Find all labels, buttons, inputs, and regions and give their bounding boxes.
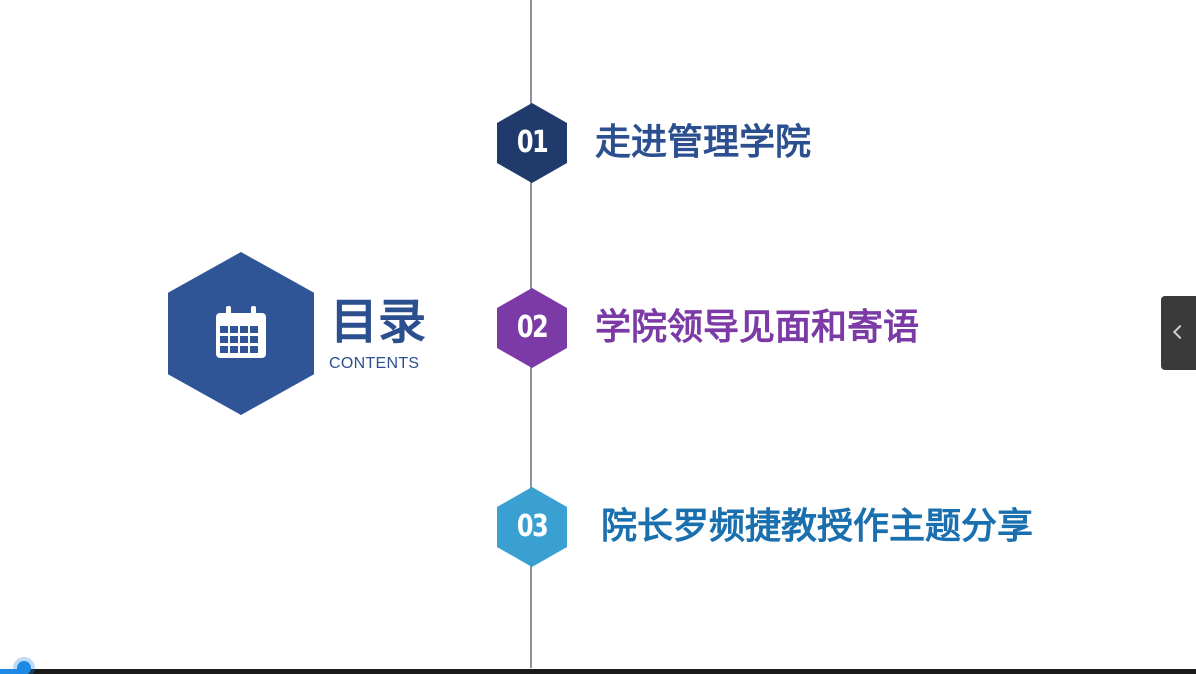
number-hexagon — [497, 103, 567, 183]
contents-item-1[interactable]: 01 走进管理学院 — [497, 103, 1097, 183]
item-number: 03 — [516, 509, 549, 544]
number-hexagon — [497, 487, 567, 567]
contents-item-2[interactable]: 02 学院领导见面和寄语 — [497, 288, 1097, 368]
item-number: 01 — [516, 125, 549, 160]
progress-bar[interactable] — [0, 661, 1196, 674]
progress-handle[interactable] — [16, 661, 31, 674]
contents-subtitle: CONTENTS — [329, 355, 420, 372]
progress-fill — [0, 669, 24, 674]
side-panel-toggle[interactable] — [1161, 296, 1196, 370]
item-label: 院长罗频捷教授作主题分享 — [601, 506, 1034, 547]
contents-hexagon — [168, 252, 314, 415]
item-label: 走进管理学院 — [595, 122, 812, 163]
contents-item-3[interactable]: 03 院长罗频捷教授作主题分享 — [497, 487, 1097, 567]
item-label: 学院领导见面和寄语 — [595, 307, 920, 348]
number-hexagon — [497, 288, 567, 368]
item-number: 02 — [516, 310, 549, 345]
contents-title: 目录 — [330, 294, 427, 350]
chevron-left-icon — [1172, 324, 1188, 340]
calendar-icon — [216, 306, 266, 358]
